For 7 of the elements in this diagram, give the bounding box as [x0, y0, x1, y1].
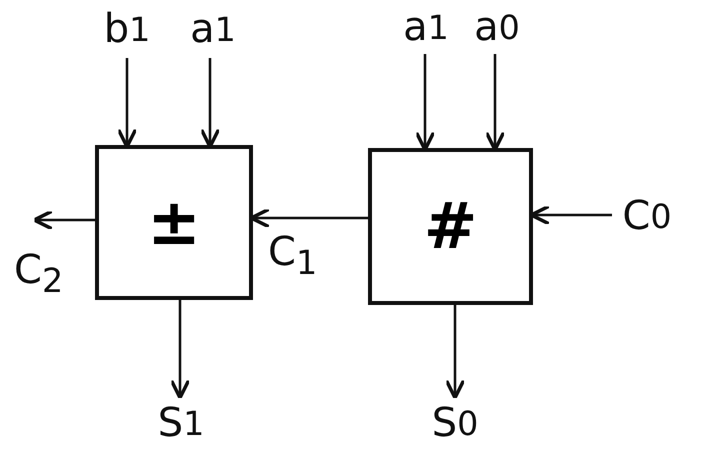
arrow	[32, 210, 95, 230]
block-box	[95, 145, 253, 300]
block-box	[368, 148, 533, 305]
operator-symbol: ±	[147, 186, 201, 260]
operator-symbol: #	[424, 190, 478, 264]
arrow	[170, 300, 190, 400]
arrow	[444, 305, 466, 400]
